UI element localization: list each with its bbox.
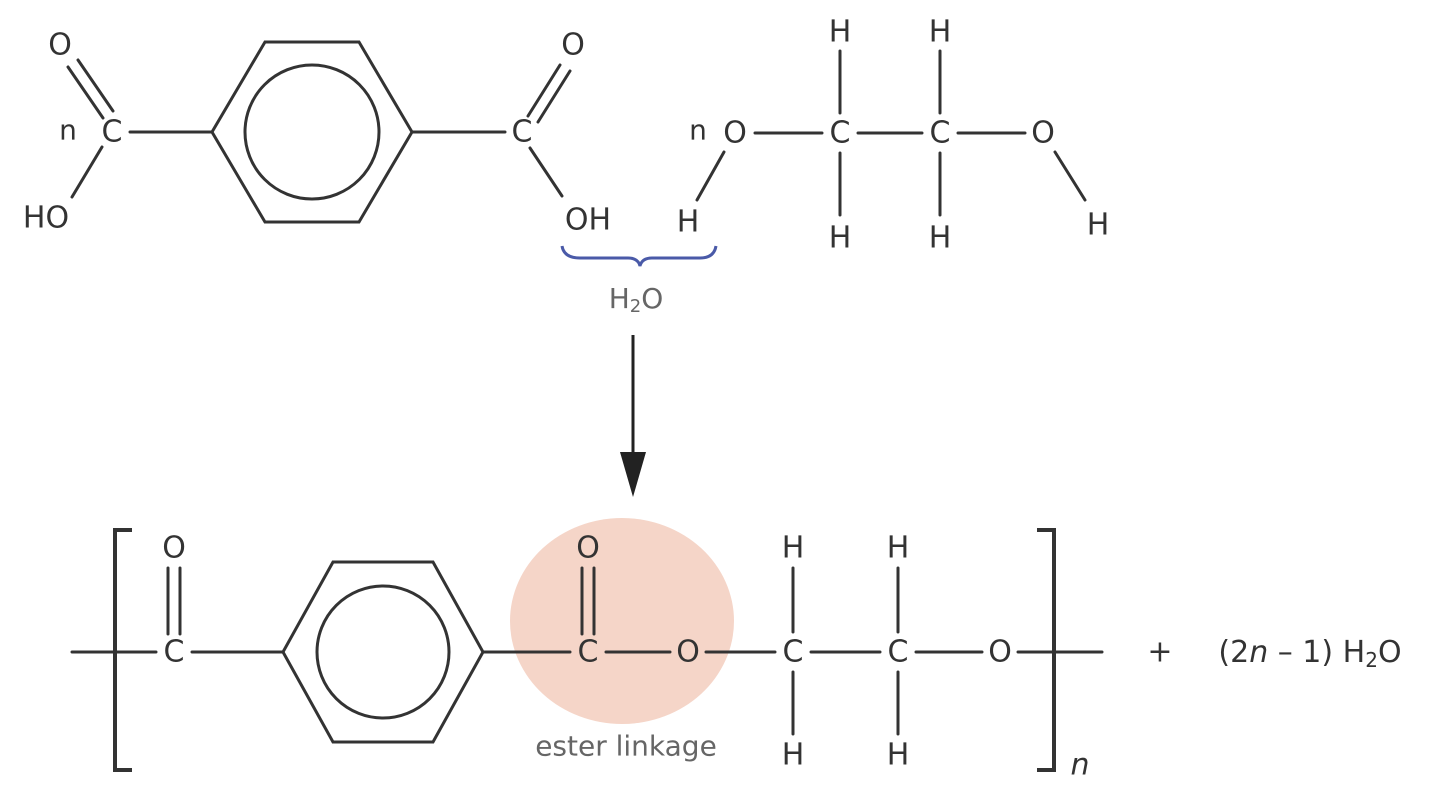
reaction-arrow [620, 335, 646, 497]
atom-h-product-top-2: H [887, 531, 910, 566]
atom-c-right: C [512, 115, 533, 150]
atom-h-glycol-left: H [677, 205, 700, 240]
byproduct-formula: (2n – 1) H2O [1218, 635, 1401, 673]
atom-h-top-1: H [829, 15, 852, 50]
aromatic-circle-top [243, 63, 381, 201]
atom-h-product-bottom-1: H [782, 738, 805, 773]
double-bond-left-a [66, 65, 105, 120]
water-brace [560, 245, 718, 267]
eliminated-water: H2O [560, 245, 718, 317]
ethylene-glycol: n O H C C O H H H H H [677, 15, 1110, 256]
atom-o-product-1: O [162, 531, 186, 566]
atom-ho-left: HO [23, 201, 69, 236]
coefficient-n-glycol: n [689, 114, 707, 147]
plus-sign: + [1147, 635, 1172, 670]
water-label: H2O [609, 282, 664, 317]
bond-c-oh-right [528, 146, 564, 198]
arrow-head [620, 452, 646, 497]
pet-repeat-unit: n C O C O O C C O H H H H ester linkage [70, 518, 1104, 783]
atom-oh-right: OH [565, 203, 611, 238]
benzene-ring-product [281, 560, 485, 744]
coefficient-n-acid: n [59, 114, 77, 147]
atom-h-product-top-1: H [782, 531, 805, 566]
byproduct-water: + (2n – 1) H2O [1147, 635, 1401, 673]
atom-o-product-2: O [576, 531, 600, 566]
ester-highlight [510, 518, 734, 724]
right-bracket [1037, 528, 1056, 772]
bond-o-h-glycol-right [1053, 150, 1087, 202]
atom-c-product-1: C [164, 635, 185, 670]
atom-h-bottom-1: H [829, 221, 852, 256]
atom-c2-product-chain: C [888, 635, 909, 670]
repeat-subscript-n: n [1070, 748, 1089, 783]
atom-c1-glycol: C [830, 116, 851, 151]
atom-c1-product-chain: C [783, 635, 804, 670]
aromatic-circle-product [315, 584, 451, 720]
atom-o-left: O [48, 28, 72, 63]
left-bracket [113, 528, 132, 772]
double-bond-right-a [526, 63, 562, 118]
atom-o-ester: O [676, 635, 700, 670]
double-bond-right-b [536, 69, 572, 124]
atom-o-right: O [561, 28, 585, 63]
ester-linkage-label: ester linkage [535, 730, 717, 763]
atom-c-product-2: C [578, 635, 599, 670]
terephthalic-acid: O C HO n O C OH [23, 28, 611, 238]
atom-h-glycol-right: H [1087, 208, 1110, 243]
bond-c-oh-left [70, 145, 104, 199]
atom-o-glycol-left: O [723, 116, 747, 151]
benzene-ring-top [210, 40, 414, 224]
atom-h-bottom-2: H [929, 221, 952, 256]
atom-h-top-2: H [929, 15, 952, 50]
atom-c-left: C [102, 115, 123, 150]
double-bond-left-b [76, 58, 115, 113]
bond-o-h-glycol-left [695, 150, 726, 202]
atom-o-product-end: O [988, 635, 1012, 670]
atom-h-product-bottom-2: H [887, 738, 910, 773]
atom-c2-glycol: C [930, 116, 951, 151]
atom-o-glycol-right: O [1031, 116, 1055, 151]
